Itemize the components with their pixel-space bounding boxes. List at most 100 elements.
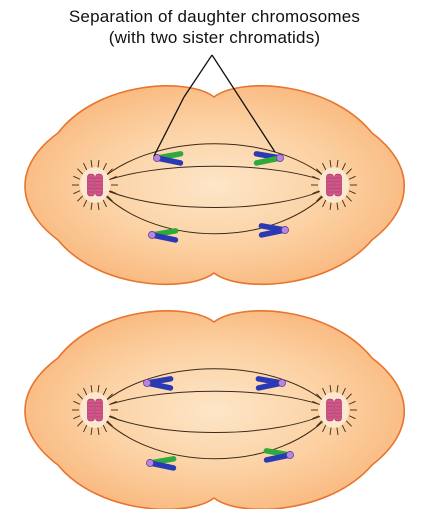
aster-ray <box>83 199 88 208</box>
aster-ray <box>322 424 327 433</box>
aster-ray <box>102 387 107 396</box>
aster-ray <box>341 387 346 396</box>
pointer-line-left <box>153 96 185 157</box>
aster-ray <box>97 201 100 210</box>
spindle-fiber <box>94 165 335 186</box>
centromere <box>143 379 151 387</box>
aster-ray <box>83 162 88 171</box>
aster-ray <box>322 162 327 171</box>
aster-ray <box>90 385 93 394</box>
lower-left-top <box>143 376 174 391</box>
aster-ray <box>348 190 356 195</box>
chromatid-blue <box>258 227 288 238</box>
aster-ray <box>90 201 93 210</box>
aster-ray <box>345 168 352 175</box>
aster-ray <box>329 201 332 210</box>
aster-ray <box>341 162 346 171</box>
aster-ray <box>345 420 352 427</box>
aster-ray <box>312 175 320 180</box>
aster-ray <box>316 393 323 400</box>
pointer-lines <box>153 54 276 157</box>
aster-ray <box>336 426 339 435</box>
lower-left-bottom <box>146 456 177 471</box>
aster-ray <box>97 426 100 435</box>
aster-ray <box>329 385 332 394</box>
centromere <box>146 459 154 467</box>
aster-ray <box>312 400 320 405</box>
aster-ray <box>348 400 356 405</box>
aster-ray <box>322 387 327 396</box>
aster-ray <box>77 195 84 202</box>
spindle-fiber <box>94 368 335 411</box>
aster-ray <box>316 168 323 175</box>
aster-ray <box>90 426 93 435</box>
spindle-fiber <box>94 409 335 460</box>
centromere <box>148 231 156 239</box>
chromatid-blue <box>144 380 174 391</box>
left-spindle-pole <box>72 160 118 210</box>
chromatid-green <box>253 155 283 166</box>
aster-ray <box>345 195 352 202</box>
centromere <box>286 451 294 459</box>
caption-line-2: (with two sister chromatids) <box>108 28 321 47</box>
centromere <box>281 226 289 234</box>
pole-region <box>319 167 349 203</box>
aster-ray <box>73 415 81 420</box>
upper-left-bottom <box>148 228 179 243</box>
aster-ray <box>106 168 113 175</box>
aster-ray <box>312 415 320 420</box>
pointer-line-right <box>211 54 276 153</box>
pole-region <box>80 392 110 428</box>
spindle-fiber <box>94 184 335 235</box>
aster-ray <box>109 175 117 180</box>
chromatid-blue <box>263 452 293 463</box>
caption-line-1: Separation of daughter chromosomes <box>68 7 361 26</box>
aster-ray <box>77 420 84 427</box>
aster-ray <box>106 393 113 400</box>
chromatid-blue <box>149 232 179 243</box>
upper-right-top <box>253 151 284 166</box>
aster-ray <box>90 160 93 169</box>
right-spindle-pole <box>311 385 357 435</box>
spindle-fiber <box>94 143 335 186</box>
aster-ray <box>83 424 88 433</box>
aster-ray <box>345 393 352 400</box>
aster-ray <box>73 400 81 405</box>
aster-ray <box>109 400 117 405</box>
aster-ray <box>83 387 88 396</box>
aster-ray <box>341 199 346 208</box>
chromatid-blue <box>255 380 285 391</box>
aster-ray <box>316 195 323 202</box>
pointer-line-left-apex <box>183 54 213 98</box>
aster-ray <box>312 190 320 195</box>
aster-ray <box>348 415 356 420</box>
spindle-fiber <box>94 409 335 433</box>
centromere <box>276 154 284 162</box>
aster-ray <box>102 199 107 208</box>
pole-region <box>319 392 349 428</box>
upper-left-top <box>153 151 184 166</box>
aster-ray <box>97 385 100 394</box>
upper-right-bottom <box>258 223 289 238</box>
aster-ray <box>102 162 107 171</box>
upper-cell <box>24 85 405 286</box>
aster-ray <box>73 190 81 195</box>
aster-ray <box>109 190 117 195</box>
pole-region <box>80 167 110 203</box>
aster-ray <box>336 160 339 169</box>
cell-membrane <box>24 310 405 509</box>
aster-ray <box>329 426 332 435</box>
right-spindle-pole <box>311 160 357 210</box>
left-spindle-pole <box>72 385 118 435</box>
chromatid-blue <box>147 460 177 471</box>
spindle-fiber <box>94 390 335 411</box>
aster-ray <box>316 420 323 427</box>
lower-right-bottom <box>263 448 294 463</box>
aster-ray <box>336 385 339 394</box>
aster-ray <box>106 420 113 427</box>
lower-right-top <box>255 376 286 391</box>
aster-ray <box>73 175 81 180</box>
aster-ray <box>97 160 100 169</box>
cell-membrane <box>24 85 405 286</box>
centromere <box>278 379 286 387</box>
